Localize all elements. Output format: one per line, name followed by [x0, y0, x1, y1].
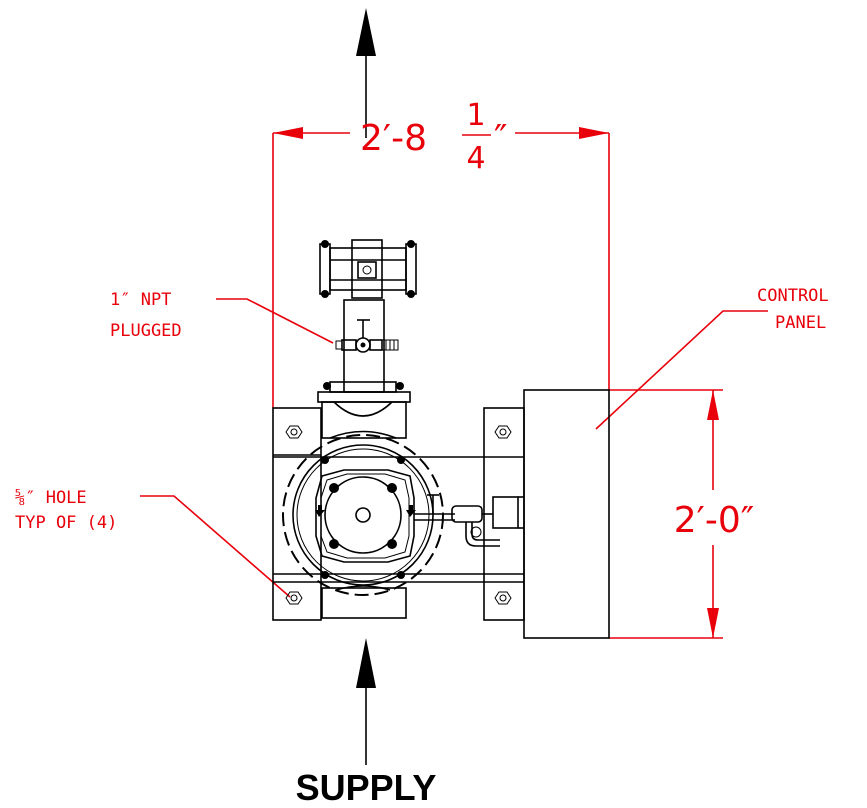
control-panel-note: CONTROL PANEL [595, 286, 829, 430]
outlet-flow-arrow [356, 8, 376, 138]
junction-box [492, 496, 519, 529]
pilot-assembly [319, 239, 417, 393]
mounting-hole [285, 591, 303, 605]
panel-note-line2: PANEL [775, 313, 826, 333]
width-dimension-whole: 2′-8 [360, 118, 427, 159]
valve-body [282, 391, 444, 619]
solenoid-valve [451, 505, 483, 523]
mounting-hole [494, 591, 512, 605]
npt-plug-note: 1″ NPT PLUGGED [110, 290, 334, 344]
hole-note: ⅝″ HOLE TYP OF (4) [15, 488, 291, 598]
width-dimension: 2′-8 1 4 ″ [272, 98, 610, 408]
mounting-hole [285, 425, 303, 439]
supply-label: SUPPLY [296, 767, 437, 808]
width-fraction-denominator: 4 [466, 141, 485, 176]
control-panel-box [523, 389, 610, 639]
hole-note-line1: ⅝″ HOLE [15, 488, 87, 508]
mounting-hole [494, 425, 512, 439]
width-fraction-numerator: 1 [466, 98, 485, 133]
npt-note-line1: 1″ NPT [110, 290, 171, 310]
supply-flow-arrow [356, 638, 376, 765]
height-dimension: 2′-0″ [609, 389, 754, 639]
npt-note-line2: PLUGGED [110, 321, 182, 341]
width-inch-mark: ″ [494, 118, 507, 159]
hole-note-line2: TYP OF (4) [15, 513, 117, 533]
solenoid-assembly [414, 494, 500, 547]
valve-dashed-outline [282, 434, 444, 596]
height-dimension-text: 2′-0″ [674, 500, 754, 541]
panel-note-line1: CONTROL [757, 286, 829, 306]
